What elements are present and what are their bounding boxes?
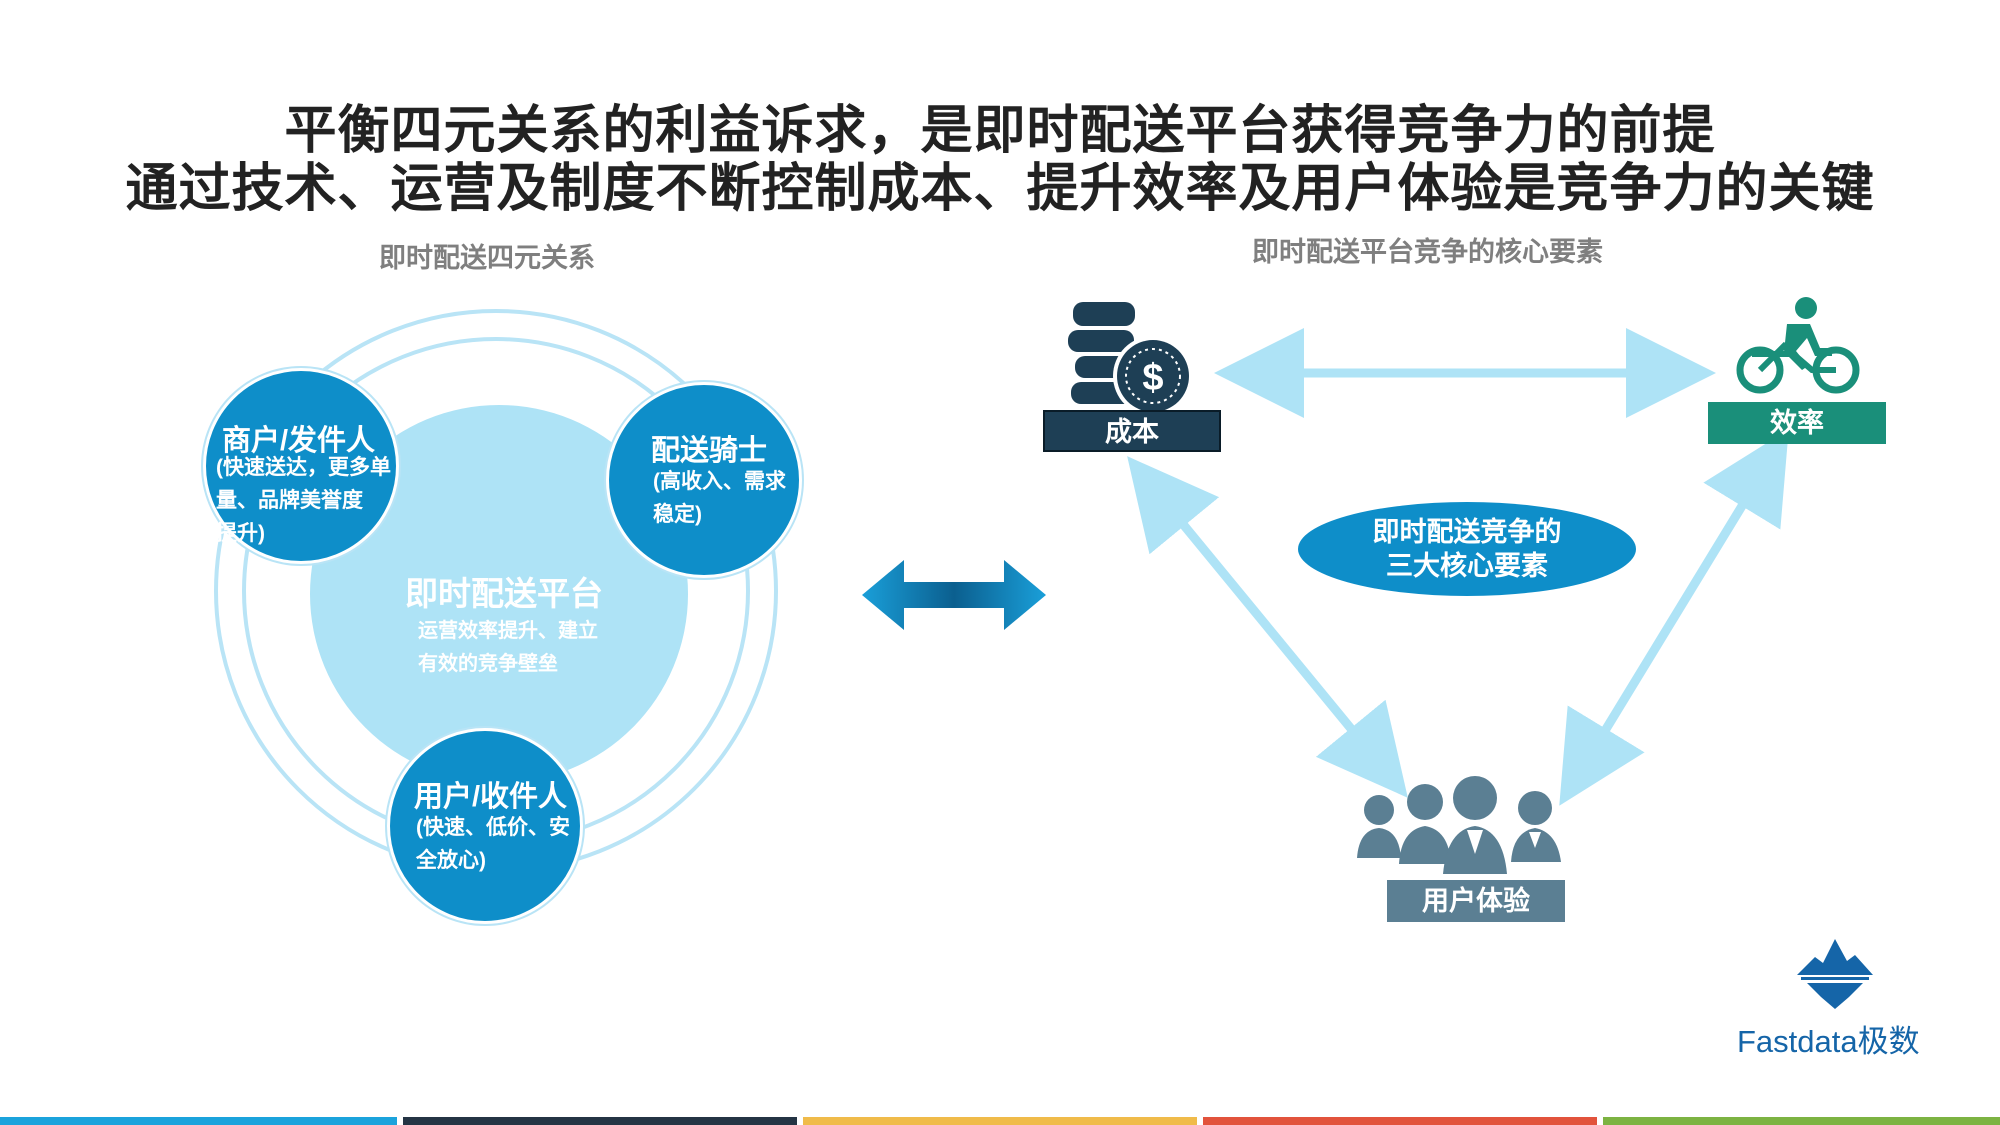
people-group-icon xyxy=(1357,776,1561,874)
brand-name: Fastdata极数 xyxy=(1737,1024,1920,1059)
iceberg-logo-icon xyxy=(1797,939,1873,1009)
footer-bar-green xyxy=(1603,1117,2000,1125)
user-desc: (快速、低价、安 全放心) xyxy=(416,816,570,872)
left-section-label: 即时配送四元关系 xyxy=(379,243,595,273)
coins-dollar-icon: $ xyxy=(1068,302,1193,410)
footer-bar-red xyxy=(1203,1117,1597,1125)
double-arrow-icon xyxy=(862,560,1046,630)
cost-label: 成本 xyxy=(1043,410,1221,452)
user-bubble: 用户/收件人 (快速、低价、安 全放心) xyxy=(387,728,583,924)
merchant-bubble: 商户/发件人 (快速送达，更多单 量、品牌美誉度 提升) xyxy=(203,368,399,564)
title-line-1: 平衡四元关系的利益诉求，是即时配送平台获得竞争力的前提 xyxy=(284,102,1716,160)
merchant-title: 商户/发件人 xyxy=(222,425,376,457)
svg-text:$: $ xyxy=(1142,357,1163,399)
cyclist-icon xyxy=(1736,297,1860,394)
right-section-label: 即时配送平台竞争的核心要素 xyxy=(1252,237,1603,267)
footer-bar-navy xyxy=(403,1117,797,1125)
platform-desc: 运营效率提升、建立 有效的竞争壁垒 xyxy=(418,620,598,675)
title-line-2: 通过技术、运营及制度不断控制成本、提升效率及用户体验是竞争力的关键 xyxy=(125,160,1875,218)
merchant-desc: (快速送达，更多单 量、品牌美誉度 提升) xyxy=(216,456,391,545)
rider-bubble: 配送骑士 (高收入、需求 稳定) xyxy=(606,382,802,578)
footer-bar-blue xyxy=(0,1117,397,1125)
platform-title: 即时配送平台 xyxy=(405,575,603,612)
core-elements-ellipse: 即时配送竞争的 三大核心要素 xyxy=(1298,502,1636,596)
rider-title: 配送骑士 xyxy=(651,435,768,467)
rider-desc: (高收入、需求 稳定) xyxy=(653,470,786,526)
experience-label: 用户体验 xyxy=(1387,880,1565,922)
efficiency-label: 效率 xyxy=(1708,402,1886,444)
footer-bar-yellow xyxy=(803,1117,1197,1125)
user-title: 用户/收件人 xyxy=(414,781,568,813)
